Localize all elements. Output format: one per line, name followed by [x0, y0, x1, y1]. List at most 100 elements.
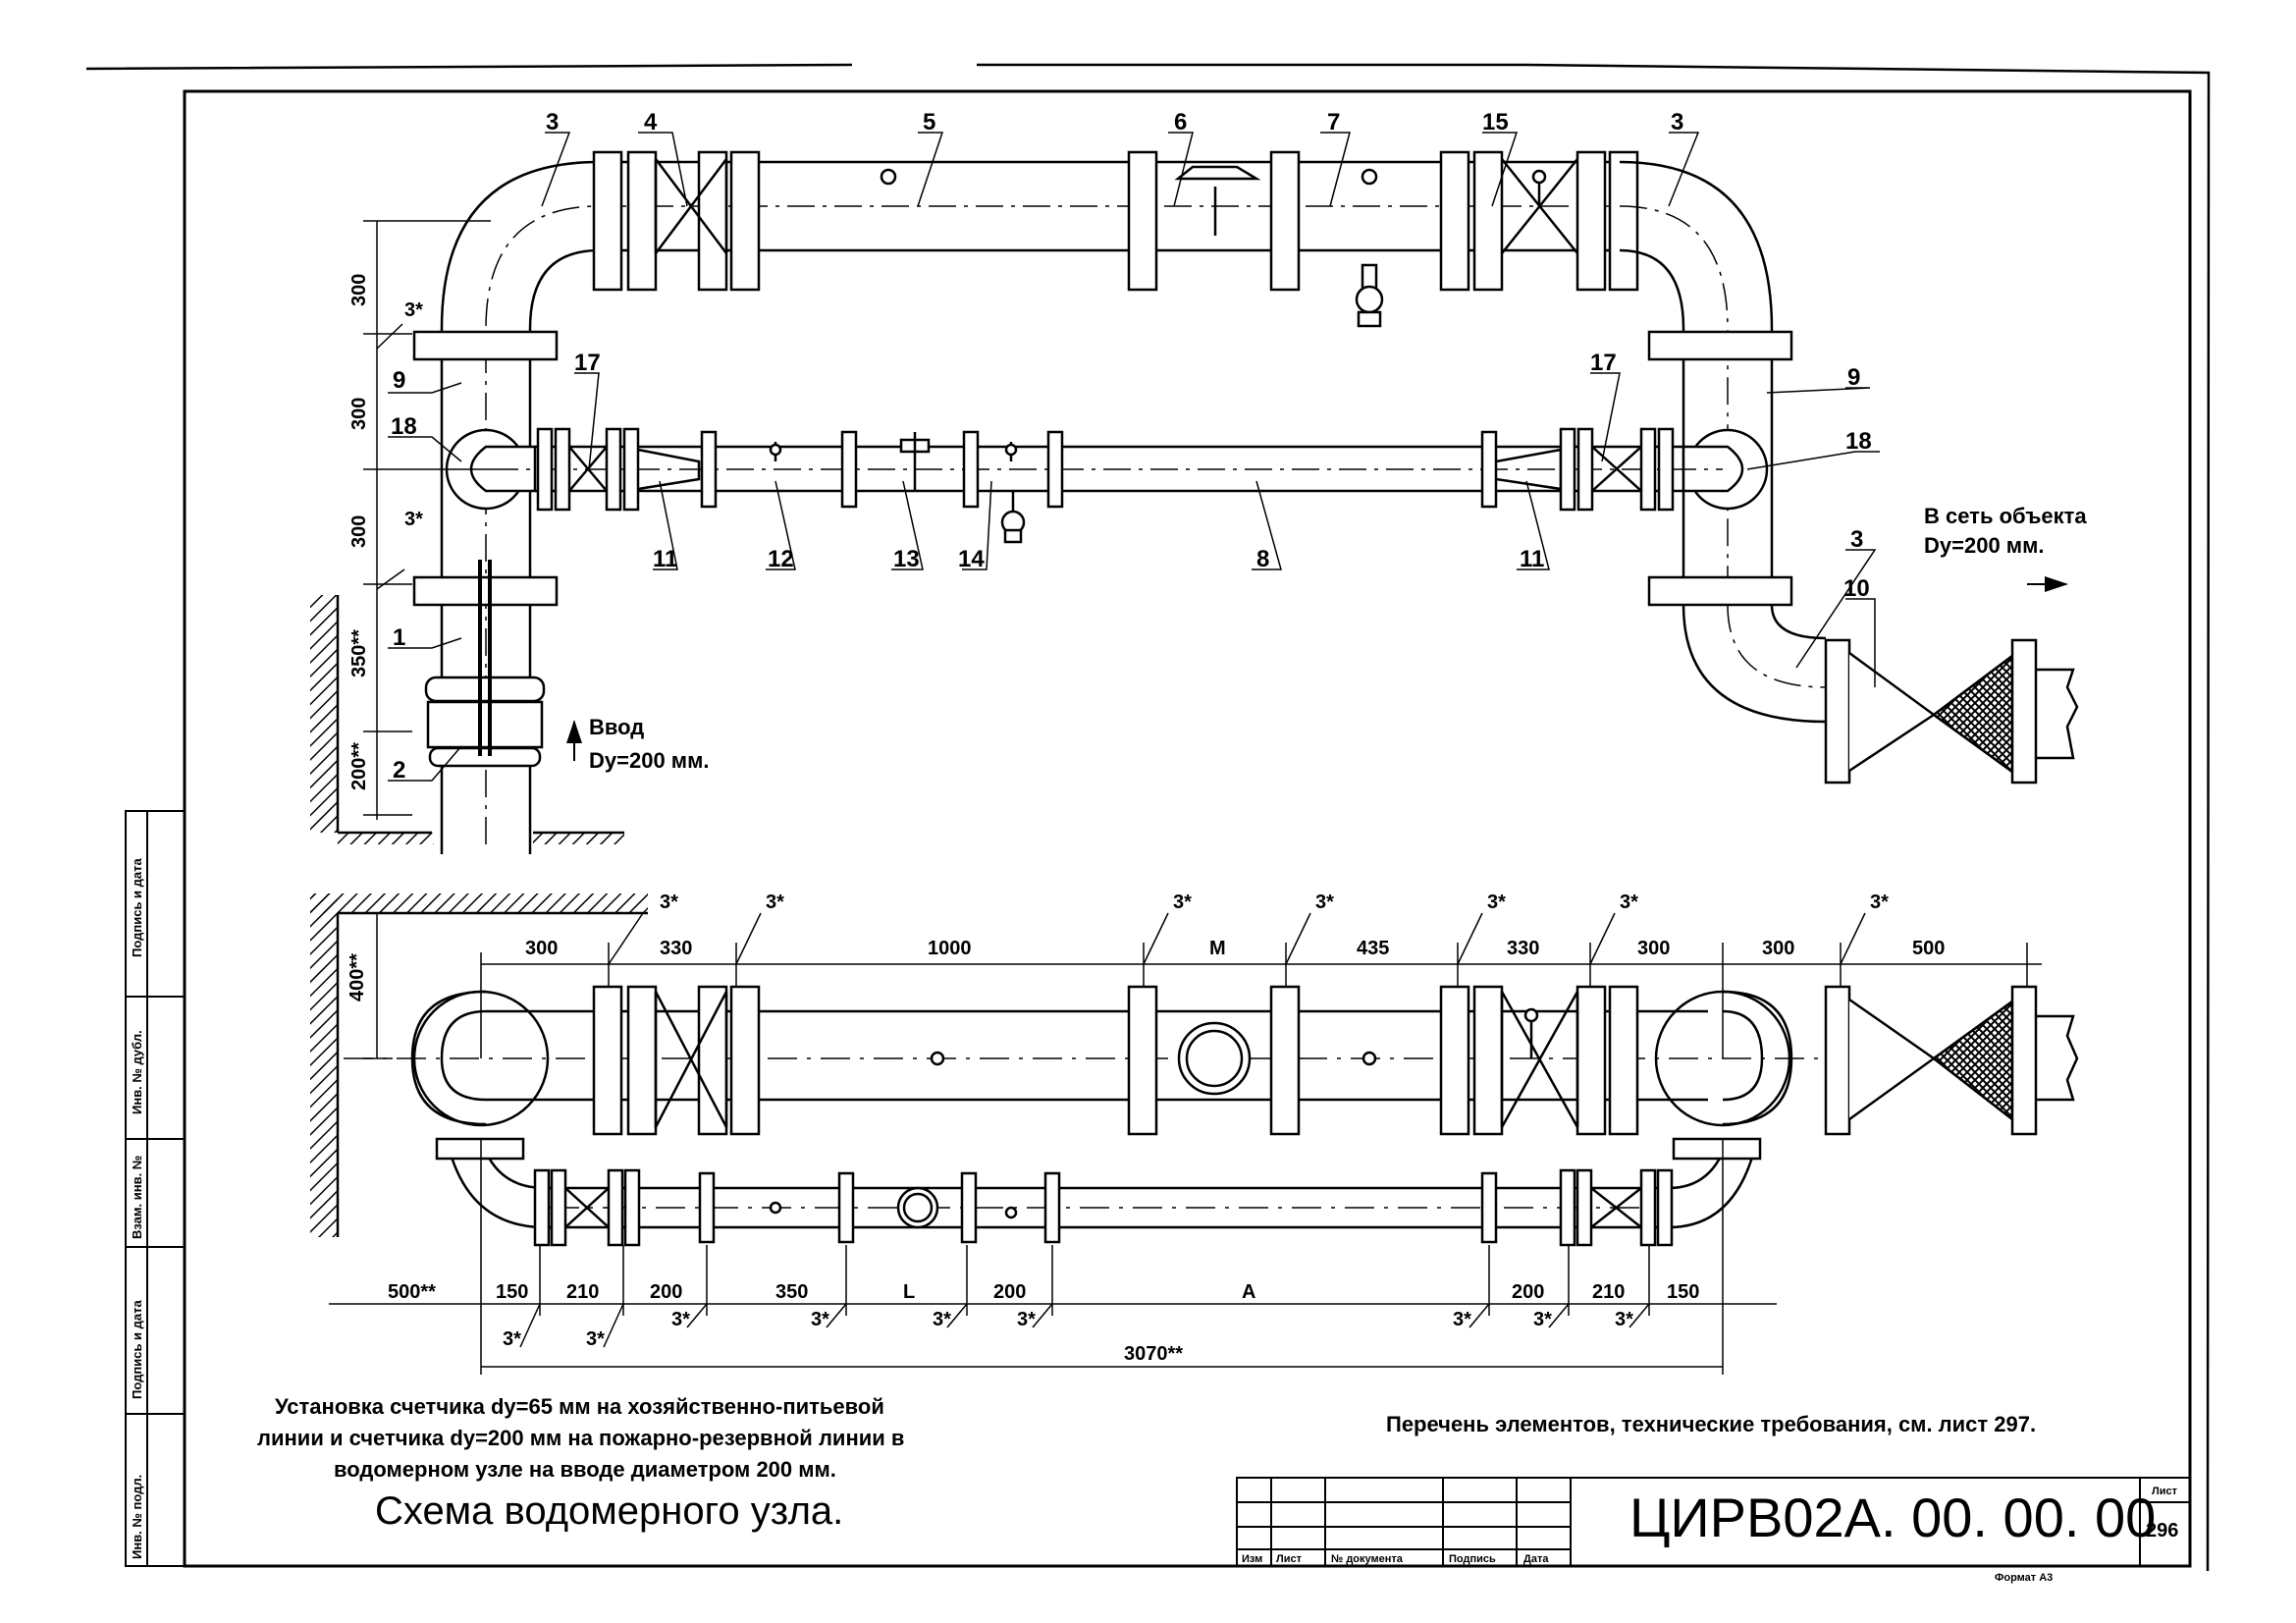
dimension-label: 400**	[347, 953, 368, 1001]
position-label: 14	[958, 546, 985, 572]
position-label: 12	[768, 546, 794, 572]
outlet-label: В сеть объекта	[1924, 504, 2087, 528]
side-stamp-label: Подпись и дата	[130, 858, 144, 957]
dimension-label: L	[903, 1281, 915, 1303]
drawing-designation: ЦИРВ02А. 00. 00. 00	[1629, 1487, 2156, 1548]
side-stamp-label: Взам. инв. №	[130, 1156, 144, 1239]
plan-dimensions	[363, 220, 491, 820]
dimension-label: 200	[650, 1281, 682, 1303]
dimension-label: A	[1242, 1281, 1255, 1303]
position-label: 1	[393, 624, 405, 651]
angle-label: 3*	[671, 1309, 690, 1330]
title-header: Подпись	[1449, 1553, 1496, 1565]
outlet-diameter: Dy=200 мм.	[1924, 533, 2044, 558]
inlet-label: Ввод	[589, 715, 644, 739]
dimension-label: 300	[525, 938, 558, 959]
section-dimension-labels: 400** 300 330 1000 M 435 330 300 300 500…	[347, 892, 1945, 1365]
title-header: Изм	[1242, 1553, 1262, 1565]
position-labels-plan: 3 4 5 6 7 15 3 9 17 18 17 9 18 3 10 11 1…	[391, 109, 1872, 784]
dimension-label: 200	[1512, 1281, 1544, 1303]
angle-label: 3*	[1487, 892, 1506, 913]
position-label: 6	[1174, 109, 1187, 135]
position-label: 18	[1845, 428, 1872, 455]
dimension-label: 1000	[928, 938, 972, 959]
scheme-title: Схема водомерного узла.	[375, 1489, 843, 1533]
dimension-label: 210	[1592, 1281, 1625, 1303]
angle-label: 3*	[1315, 892, 1334, 913]
dimension-label: 300	[1637, 938, 1670, 959]
angle-label: 3*	[1017, 1309, 1036, 1330]
caption-line: водомерном узле на вводе диаметром 200 м…	[334, 1457, 836, 1482]
dimension-label: 500	[1912, 938, 1945, 959]
dimension-label: 300	[348, 274, 370, 306]
dimension-label: 330	[660, 938, 692, 959]
sheet-number: 296	[2146, 1520, 2178, 1542]
caption-line: линии и счетчика dy=200 мм на пожарно-ре…	[257, 1426, 904, 1450]
dimension-label: 350	[775, 1281, 808, 1303]
dimension-label: 150	[496, 1281, 528, 1303]
section-view	[310, 893, 2079, 1247]
angle-label: 3*	[404, 299, 423, 321]
plan-view	[310, 150, 2079, 854]
side-stamp-label: Инв. № подл.	[130, 1475, 144, 1559]
dimension-label: 300	[348, 398, 370, 430]
dimension-label: 330	[1507, 938, 1539, 959]
inlet-diameter: Dy=200 мм.	[589, 748, 709, 773]
flow-arrows	[566, 576, 2068, 761]
dimension-label: 300	[1762, 938, 1794, 959]
position-label: 3	[546, 109, 559, 135]
position-label: 9	[1847, 364, 1860, 391]
format-label: Формат А3	[1995, 1572, 2053, 1584]
title-header: Лист	[1276, 1553, 1303, 1565]
dimension-label: 350**	[348, 629, 370, 677]
position-label: 17	[1590, 350, 1617, 376]
position-label: 9	[393, 367, 405, 394]
position-label: 7	[1327, 109, 1340, 135]
position-label: 5	[923, 109, 935, 135]
angle-label: 3*	[660, 892, 678, 913]
angle-label: 3*	[586, 1328, 605, 1350]
title-block	[1236, 1477, 2191, 1567]
angle-label: 3*	[1870, 892, 1889, 913]
dimension-label: 500**	[388, 1281, 436, 1303]
reference-note: Перечень элементов, технические требован…	[1386, 1412, 2036, 1436]
angle-label: 3*	[766, 892, 784, 913]
position-label: 15	[1482, 109, 1509, 135]
plan-leaders	[388, 132, 1880, 782]
angle-label: 3*	[1173, 892, 1192, 913]
side-stamp	[125, 810, 186, 1567]
angle-label: 3*	[503, 1328, 521, 1350]
title-header: Дата	[1523, 1553, 1549, 1565]
sheet-label: Лист	[2152, 1486, 2178, 1497]
side-stamp-labels: Подпись и дата Инв. № дубл. Взам. инв. №…	[130, 858, 144, 1559]
angle-label: 3*	[1533, 1309, 1552, 1330]
position-label: 10	[1843, 575, 1870, 602]
angle-label: 3*	[933, 1309, 951, 1330]
position-label: 3	[1671, 109, 1683, 135]
dimension-label: 210	[566, 1281, 599, 1303]
position-label: 2	[393, 757, 405, 784]
position-label: 4	[644, 109, 658, 135]
angle-label: 3*	[1620, 892, 1638, 913]
position-label: 13	[893, 546, 920, 572]
angle-label: 3*	[404, 509, 423, 530]
side-stamp-label: Инв. № дубл.	[130, 1030, 144, 1114]
angle-label: 3*	[1453, 1309, 1471, 1330]
title-header: № документа	[1331, 1553, 1404, 1565]
angle-label: 3*	[1615, 1309, 1633, 1330]
dimension-label: 435	[1357, 938, 1389, 959]
position-label: 18	[391, 413, 417, 440]
position-label: 11	[1520, 546, 1544, 572]
section-dimensions	[329, 912, 2042, 1375]
dimension-label: 150	[1667, 1281, 1699, 1303]
dimension-label: 300	[348, 515, 370, 548]
position-label: 17	[574, 350, 601, 376]
position-label: 11	[653, 546, 677, 572]
dimension-label: 200	[993, 1281, 1026, 1303]
dimension-label: 200**	[348, 742, 370, 790]
overall-dimension: 3070**	[1124, 1343, 1183, 1365]
dimension-label: M	[1209, 938, 1226, 959]
plan-dimension-labels: 300 300 300 350** 200** 3* 3*	[348, 274, 423, 790]
title-block-headers: Изм Лист № документа Подпись Дата	[1242, 1553, 1549, 1565]
